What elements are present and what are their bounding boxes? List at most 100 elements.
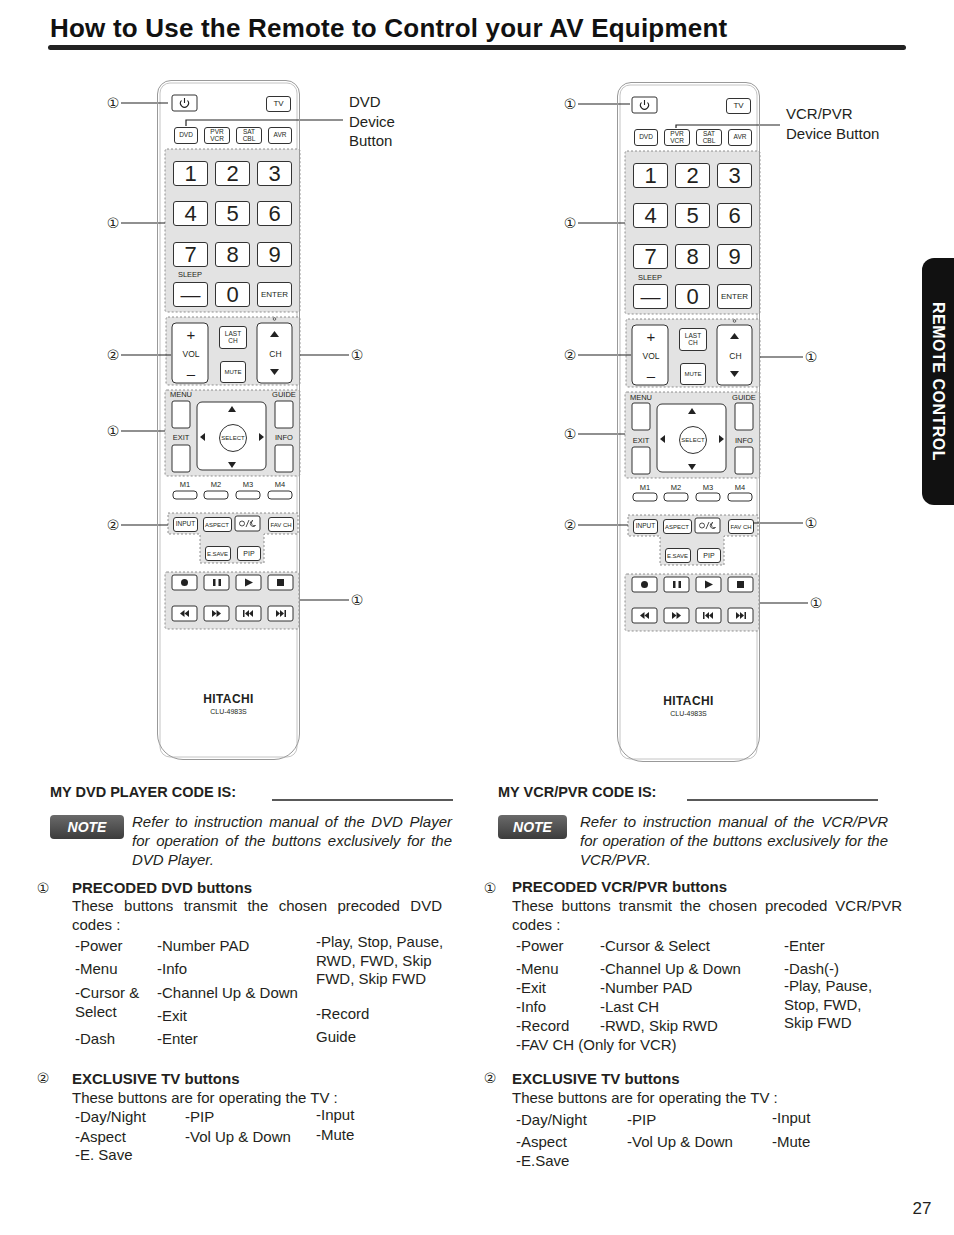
- callout-number: ①: [805, 514, 818, 533]
- leader-line: [121, 430, 165, 431]
- number-button: 6: [717, 203, 752, 228]
- button-text: VOL: [182, 350, 199, 359]
- remote-button: PVR VCR: [664, 129, 690, 146]
- remote-button: PIP: [697, 548, 721, 563]
- button-text: SELECT: [221, 435, 244, 441]
- callout-number: ①: [37, 879, 50, 898]
- callout-number: ①: [805, 348, 818, 367]
- code-blank-line: [272, 799, 453, 800]
- callout-number: ②: [564, 516, 577, 535]
- table-cell: -Last CH: [600, 997, 659, 1016]
- button-text: 6: [268, 203, 280, 225]
- remote-button: SAT CBL: [236, 127, 262, 144]
- remote-button: INPUT: [633, 519, 658, 534]
- button-text: 5: [226, 203, 238, 225]
- table-cell: -E. Save: [75, 1145, 133, 1164]
- code-heading: MY VCR/PVR CODE IS:: [498, 783, 656, 802]
- callout-number: ①: [564, 95, 577, 114]
- leader-line: [760, 356, 803, 357]
- callout-number: ①: [107, 422, 120, 441]
- remote-illustration: [620, 85, 760, 759]
- remote-button: PIP: [237, 546, 261, 561]
- rocker-button: CH: [718, 326, 753, 386]
- button-text: ASPECT: [205, 522, 229, 528]
- callout-number: ①: [351, 346, 364, 365]
- number-button: —: [173, 282, 208, 307]
- button-label: M1: [640, 484, 650, 492]
- number-button: 8: [215, 242, 250, 267]
- button-text: E.SAVE: [207, 551, 228, 557]
- button-text: 1: [184, 163, 196, 185]
- table-cell: -Aspect: [516, 1132, 567, 1151]
- remote-button: SAT CBL: [696, 129, 722, 146]
- button-label: M3: [703, 484, 713, 492]
- number-button: 9: [717, 244, 752, 269]
- code-heading: MY DVD PLAYER CODE IS:: [50, 783, 236, 802]
- title-rule: [48, 45, 906, 50]
- brand-text: HITACHI: [618, 695, 759, 707]
- button-text: ASPECT: [665, 524, 689, 530]
- table-cell: -Record: [516, 1016, 569, 1035]
- select-button: SELECT: [679, 426, 707, 454]
- callout-number: ②: [107, 346, 120, 365]
- note-badge: NOTE: [50, 815, 124, 839]
- button-text: CH: [729, 352, 741, 361]
- button-label: MENU: [170, 391, 192, 399]
- section-heading: PRECODED DVD buttons: [72, 878, 252, 897]
- number-button: 1: [633, 163, 668, 188]
- number-button: 5: [675, 203, 710, 228]
- button-label: M2: [211, 481, 221, 489]
- button-text: 0: [686, 286, 698, 308]
- remote-button: LAST CH: [679, 328, 707, 351]
- button-text: CH: [269, 350, 281, 359]
- number-button: ENTER: [717, 284, 752, 309]
- remote-button: DVD: [174, 127, 198, 144]
- note-badge: NOTE: [498, 815, 567, 839]
- table-cell: -Channel Up & Down: [157, 983, 298, 1002]
- remote-control: HITACHICLU-4983STVDVDPVR VCRSAT CBLAVR12…: [617, 82, 760, 762]
- number-button: 4: [633, 203, 668, 228]
- button-text: LAST CH: [680, 333, 706, 346]
- remote-button: TV: [726, 98, 751, 114]
- page-title: How to Use the Remote to Control your AV…: [50, 13, 727, 44]
- number-button: ENTER: [257, 282, 292, 307]
- side-tab: REMOTE CONTROL: [922, 258, 954, 505]
- button-text: 1: [644, 165, 656, 187]
- callout-number: ②: [484, 1069, 497, 1088]
- brand-text: HITACHI: [158, 693, 299, 705]
- button-label: M4: [735, 484, 745, 492]
- button-text: –: [187, 366, 195, 381]
- table-cell: -Power: [75, 936, 123, 955]
- remote-button: INPUT: [173, 517, 198, 532]
- table-cell: -Number PAD: [157, 936, 249, 955]
- button-text: –: [647, 368, 655, 383]
- table-cell: -FAV CH (Only for VCR): [516, 1035, 677, 1054]
- button-text: PIP: [243, 550, 254, 557]
- button-label: SLEEP: [178, 271, 202, 279]
- button-text: 3: [728, 165, 740, 187]
- table-cell: -Enter: [157, 1029, 198, 1048]
- description-text: These buttons transmit the chosen precod…: [72, 896, 442, 934]
- button-text: REMOTE CONTROL: [928, 302, 947, 461]
- button-text: FAV CH: [270, 522, 291, 528]
- button-text: —: [641, 287, 661, 307]
- leader-line: [121, 354, 171, 355]
- button-text: SAT CBL: [237, 129, 261, 142]
- number-button: 7: [173, 242, 208, 267]
- table-cell: -Vol Up & Down: [627, 1132, 733, 1151]
- button-text: DVD: [639, 134, 653, 141]
- button-text: SAT CBL: [697, 131, 721, 144]
- number-button: 4: [173, 201, 208, 226]
- button-text: AVR: [274, 132, 287, 139]
- leader-line: [578, 354, 631, 355]
- button-text: +: [647, 329, 656, 344]
- callout-number: ①: [564, 214, 577, 233]
- button-text: 8: [686, 246, 698, 268]
- button-text: 9: [728, 246, 740, 268]
- table-cell: -Dash: [75, 1029, 115, 1048]
- leader-line: [186, 120, 343, 126]
- table-cell: -Mute: [316, 1125, 354, 1144]
- leader-line: [121, 524, 168, 525]
- button-text: DVD: [179, 132, 193, 139]
